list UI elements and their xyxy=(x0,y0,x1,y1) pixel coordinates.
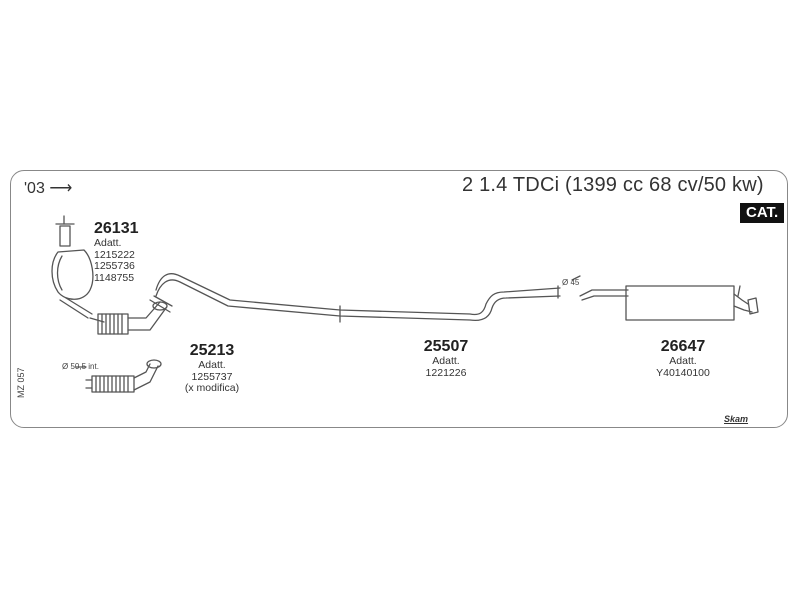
part-ref: 1215222 xyxy=(94,248,135,261)
part-26647-label: 26647 Adatt. Y40140100 xyxy=(648,338,718,379)
part-25213-label: 25213 Adatt. 1255737 (x modifica) xyxy=(180,342,244,395)
diameter-marker-pipe xyxy=(571,275,581,281)
part-note: Adatt. xyxy=(94,237,122,249)
part-ref: 1148755 xyxy=(94,271,135,284)
part-ref: 1221226 xyxy=(425,366,467,379)
catalog-ref: MZ 057 xyxy=(16,367,26,398)
inlet-diameter-label: Ø 50,5 int. xyxy=(62,362,99,371)
intermediate-pipe-shape xyxy=(155,273,561,323)
front-pipe-shape xyxy=(85,359,162,393)
part-ref: 1255736 xyxy=(94,260,135,272)
part-ref: 1255737 xyxy=(191,370,233,383)
year-label: '03 xyxy=(24,180,45,197)
part-25507-label: 25507 Adatt. 1221226 xyxy=(414,338,478,379)
part-note: Adatt. xyxy=(198,359,226,371)
rear-silencer-shape xyxy=(579,285,759,321)
part-26131-label: 26131 Adatt. 1215222 1255736 1148755 xyxy=(94,220,139,284)
arrow-right-icon: ⟶ xyxy=(49,180,73,197)
part-ref: (x modifica) xyxy=(184,382,240,394)
part-code: 25507 xyxy=(423,338,469,355)
pipe-diameter-label: Ø 45 xyxy=(562,278,580,287)
part-note: Adatt. xyxy=(669,355,697,367)
diagram-frame xyxy=(10,170,788,428)
brand-logo: Skam xyxy=(724,414,749,424)
part-code: 26131 xyxy=(94,220,139,237)
catalytic-converter-shape xyxy=(51,215,173,335)
engine-title: 2 1.4 TDCi (1399 cc 68 cv/50 kw) xyxy=(462,174,764,196)
part-ref: Y40140100 xyxy=(656,366,710,379)
cat-badge: CAT. xyxy=(740,203,785,223)
part-note: Adatt. xyxy=(432,355,460,367)
part-code: 26647 xyxy=(660,338,706,355)
part-code: 25213 xyxy=(189,342,235,359)
year-label-group: '03 ⟶ xyxy=(24,178,72,198)
